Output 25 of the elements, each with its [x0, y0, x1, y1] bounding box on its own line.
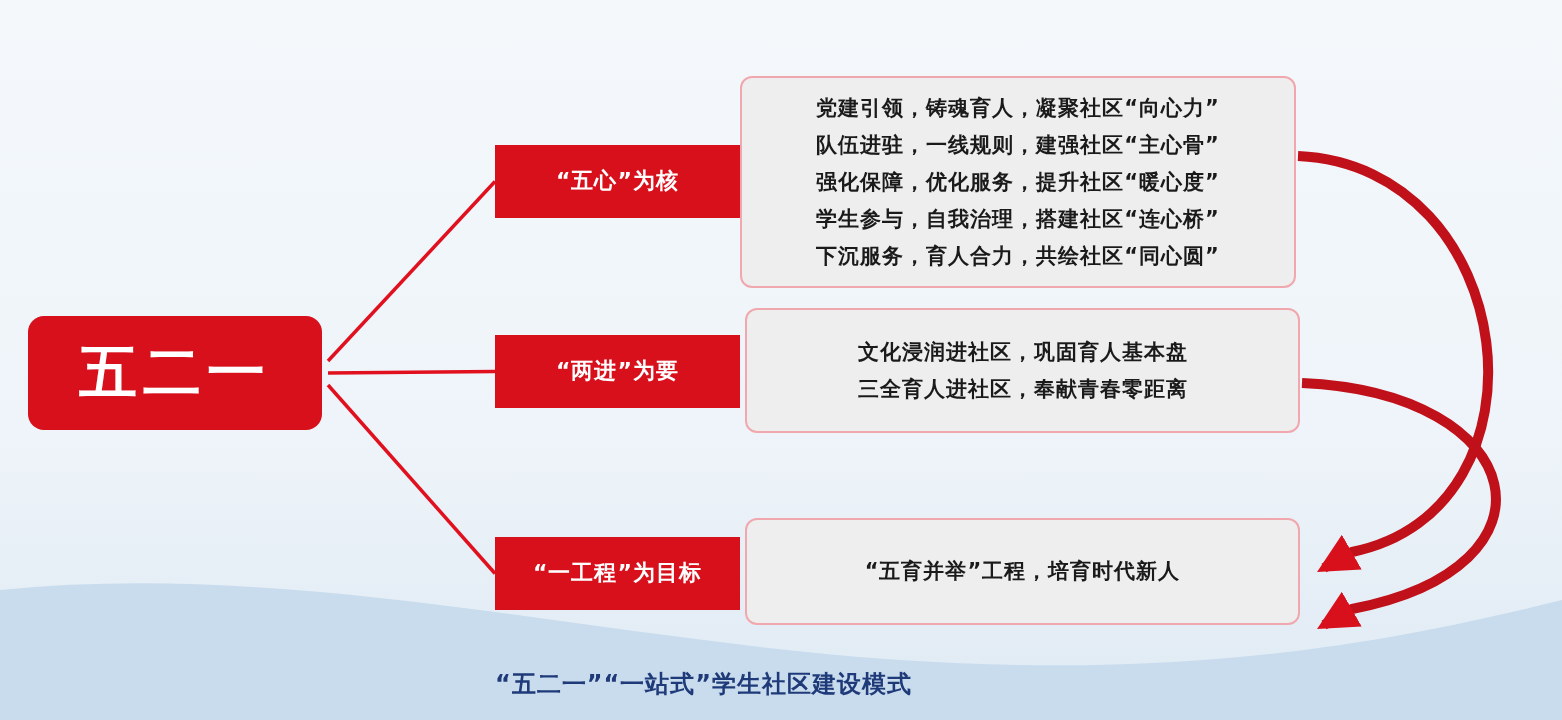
category-text: “一工程”为目标 — [533, 560, 702, 587]
connector-line — [326, 180, 497, 363]
content-line: 下沉服务，育人合力，共绘社区“同心圆” — [816, 242, 1220, 270]
content-line: 学生参与，自我治理，搭建社区“连心桥” — [816, 205, 1220, 233]
category-text: “两进”为要 — [556, 358, 679, 385]
content-line: “五育并举”工程，培育时代新人 — [864, 558, 1181, 585]
caption: “五二一”“一站式”学生社区建设模式 — [495, 669, 913, 700]
content-box — [745, 308, 1300, 433]
curved-arrow — [1297, 151, 1493, 573]
content-line: 党建引领，铸魂育人，凝聚社区“向心力” — [816, 94, 1220, 122]
category-label — [495, 537, 740, 610]
category-text: “五心”为核 — [556, 168, 679, 195]
content-box — [740, 76, 1296, 288]
connector-line — [328, 369, 495, 375]
connector-line — [326, 383, 497, 575]
content-line: 强化保障，优化服务，提升社区“暖心度” — [816, 168, 1220, 196]
title-text: 五二一 — [79, 338, 271, 408]
title-box — [28, 316, 322, 430]
curved-arrow — [1301, 378, 1501, 630]
content-line: 文化浸润进社区，巩固育人基本盘 — [857, 338, 1188, 366]
content-box — [745, 518, 1300, 625]
category-label — [495, 335, 740, 408]
content-line: 队伍进驻，一线规则，建强社区“主心骨” — [816, 131, 1220, 159]
category-label — [495, 145, 740, 218]
content-line: 三全育人进社区，奉献青春零距离 — [857, 375, 1188, 403]
